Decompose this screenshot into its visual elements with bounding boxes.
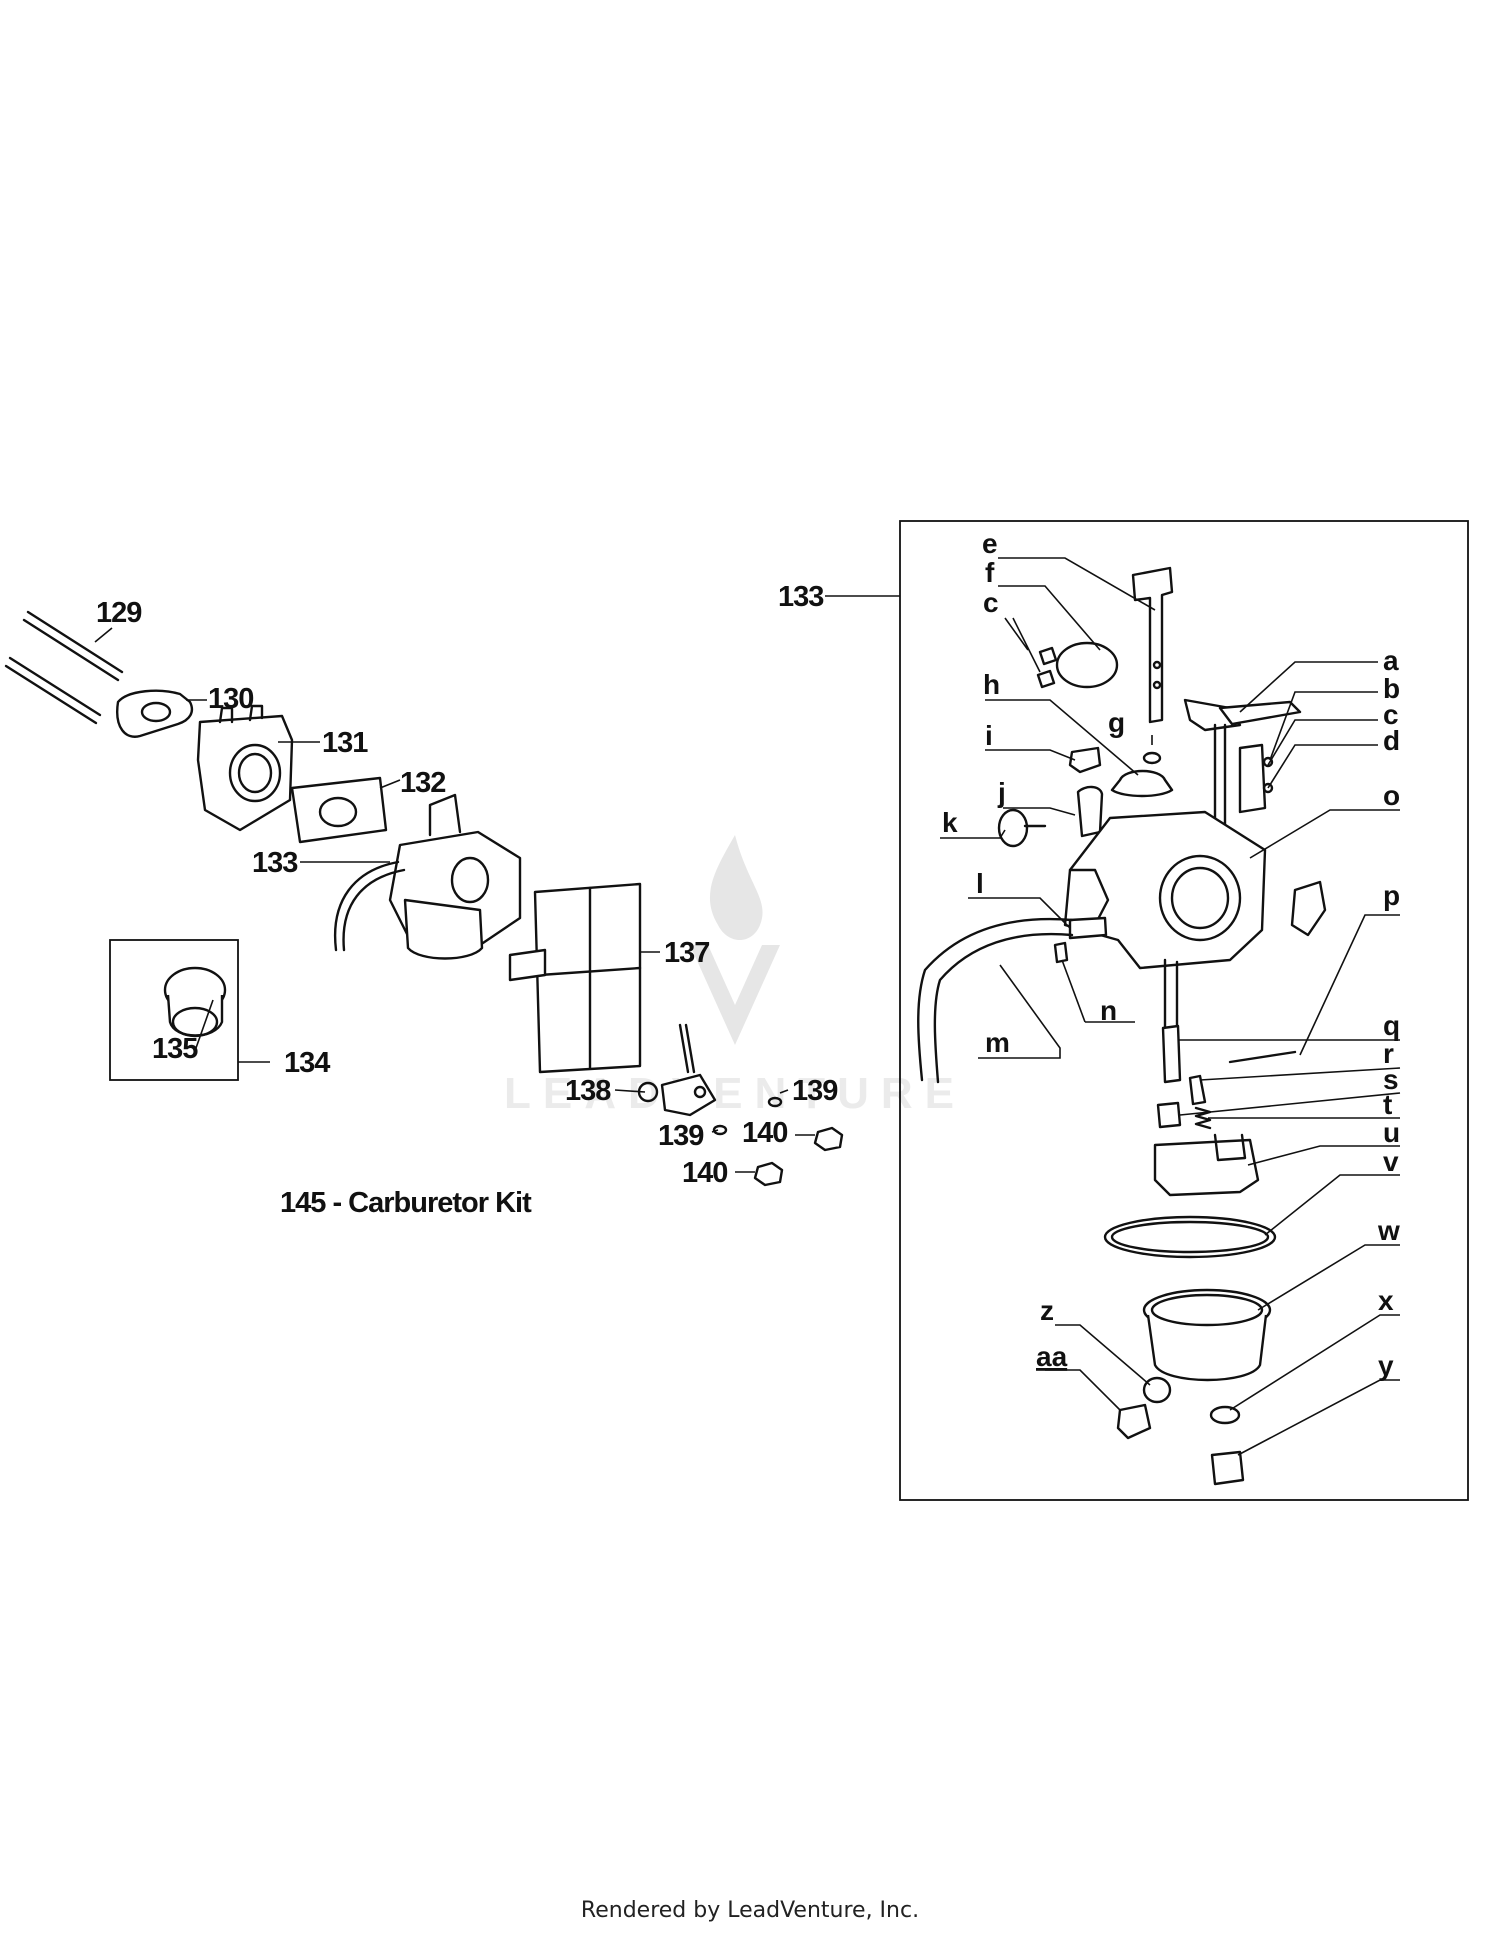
left-leaders xyxy=(94,627,815,1173)
callout-c-right: c xyxy=(1383,699,1399,730)
callout-h: h xyxy=(983,669,1000,700)
callout-k: k xyxy=(942,807,958,838)
watermark-text: LEADVENTURE xyxy=(504,1069,966,1118)
callout-q: q xyxy=(1383,1010,1400,1041)
callout-e: e xyxy=(982,528,998,559)
stud-bolts xyxy=(4,610,124,725)
callout-v: v xyxy=(1383,1146,1399,1177)
carburetor-133-assembly xyxy=(333,793,522,960)
detail-parts xyxy=(917,566,1327,1486)
callout-130: 130 xyxy=(208,683,253,715)
callout-s: s xyxy=(1383,1064,1399,1095)
footer-credit: Rendered by LeadVenture, Inc. xyxy=(580,1898,920,1923)
callout-g: g xyxy=(1108,707,1125,738)
callout-n: n xyxy=(1100,995,1117,1026)
callout-140-a: 140 xyxy=(742,1117,787,1149)
callout-i: i xyxy=(985,720,993,751)
callout-b: b xyxy=(1383,673,1400,704)
detail-box-133 xyxy=(899,520,1469,1501)
callout-o: o xyxy=(1383,780,1400,811)
air-filter-box-137 xyxy=(508,882,642,1074)
insulator-131 xyxy=(196,704,294,832)
callout-a: a xyxy=(1383,645,1399,676)
callout-x: x xyxy=(1378,1285,1394,1316)
callout-129: 129 xyxy=(96,597,142,629)
callout-w: w xyxy=(1377,1215,1400,1246)
left-callouts: 129 130 131 132 133 134 135 137 138 139 … xyxy=(96,597,839,1189)
callout-p: p xyxy=(1383,880,1400,911)
watermark-flame-icon xyxy=(709,835,763,940)
callout-132: 132 xyxy=(400,767,445,799)
callout-aa: aa xyxy=(1036,1341,1068,1372)
callout-l: l xyxy=(976,868,984,899)
callout-j: j xyxy=(997,777,1006,808)
watermark-v-icon xyxy=(690,945,780,1045)
detail-callouts: a b c d e f c g h i j k l m n o p q r s … xyxy=(942,528,1400,1381)
callout-t: t xyxy=(1383,1089,1392,1120)
callout-139-b: 139 xyxy=(658,1120,704,1152)
primer-assembly-134 xyxy=(109,939,239,1081)
callout-r: r xyxy=(1383,1038,1394,1069)
callout-y: y xyxy=(1378,1350,1394,1381)
callout-138: 138 xyxy=(565,1075,611,1107)
callout-c-left: c xyxy=(983,587,999,618)
callout-133: 133 xyxy=(252,847,298,879)
detail-leaders xyxy=(940,557,1401,1456)
callout-131: 131 xyxy=(322,727,368,759)
callout-z: z xyxy=(1040,1295,1054,1326)
callout-f: f xyxy=(985,557,995,588)
callout-u: u xyxy=(1383,1117,1400,1148)
callout-140-b: 140 xyxy=(682,1157,727,1189)
callout-m: m xyxy=(985,1027,1010,1058)
callout-134: 134 xyxy=(284,1047,330,1079)
watermark: LEADVENTURE xyxy=(504,835,966,1118)
callout-137: 137 xyxy=(664,937,709,969)
detail-title-133: 133 xyxy=(778,581,824,613)
callout-d: d xyxy=(1383,725,1400,756)
callout-135: 135 xyxy=(152,1033,198,1065)
kit-label: 145 - Carburetor Kit xyxy=(280,1187,532,1219)
o-rings-139 xyxy=(712,1096,783,1136)
callout-139-a: 139 xyxy=(792,1075,838,1107)
gasket-130 xyxy=(116,689,194,738)
gasket-132 xyxy=(290,776,388,844)
nuts-140 xyxy=(753,1126,844,1187)
